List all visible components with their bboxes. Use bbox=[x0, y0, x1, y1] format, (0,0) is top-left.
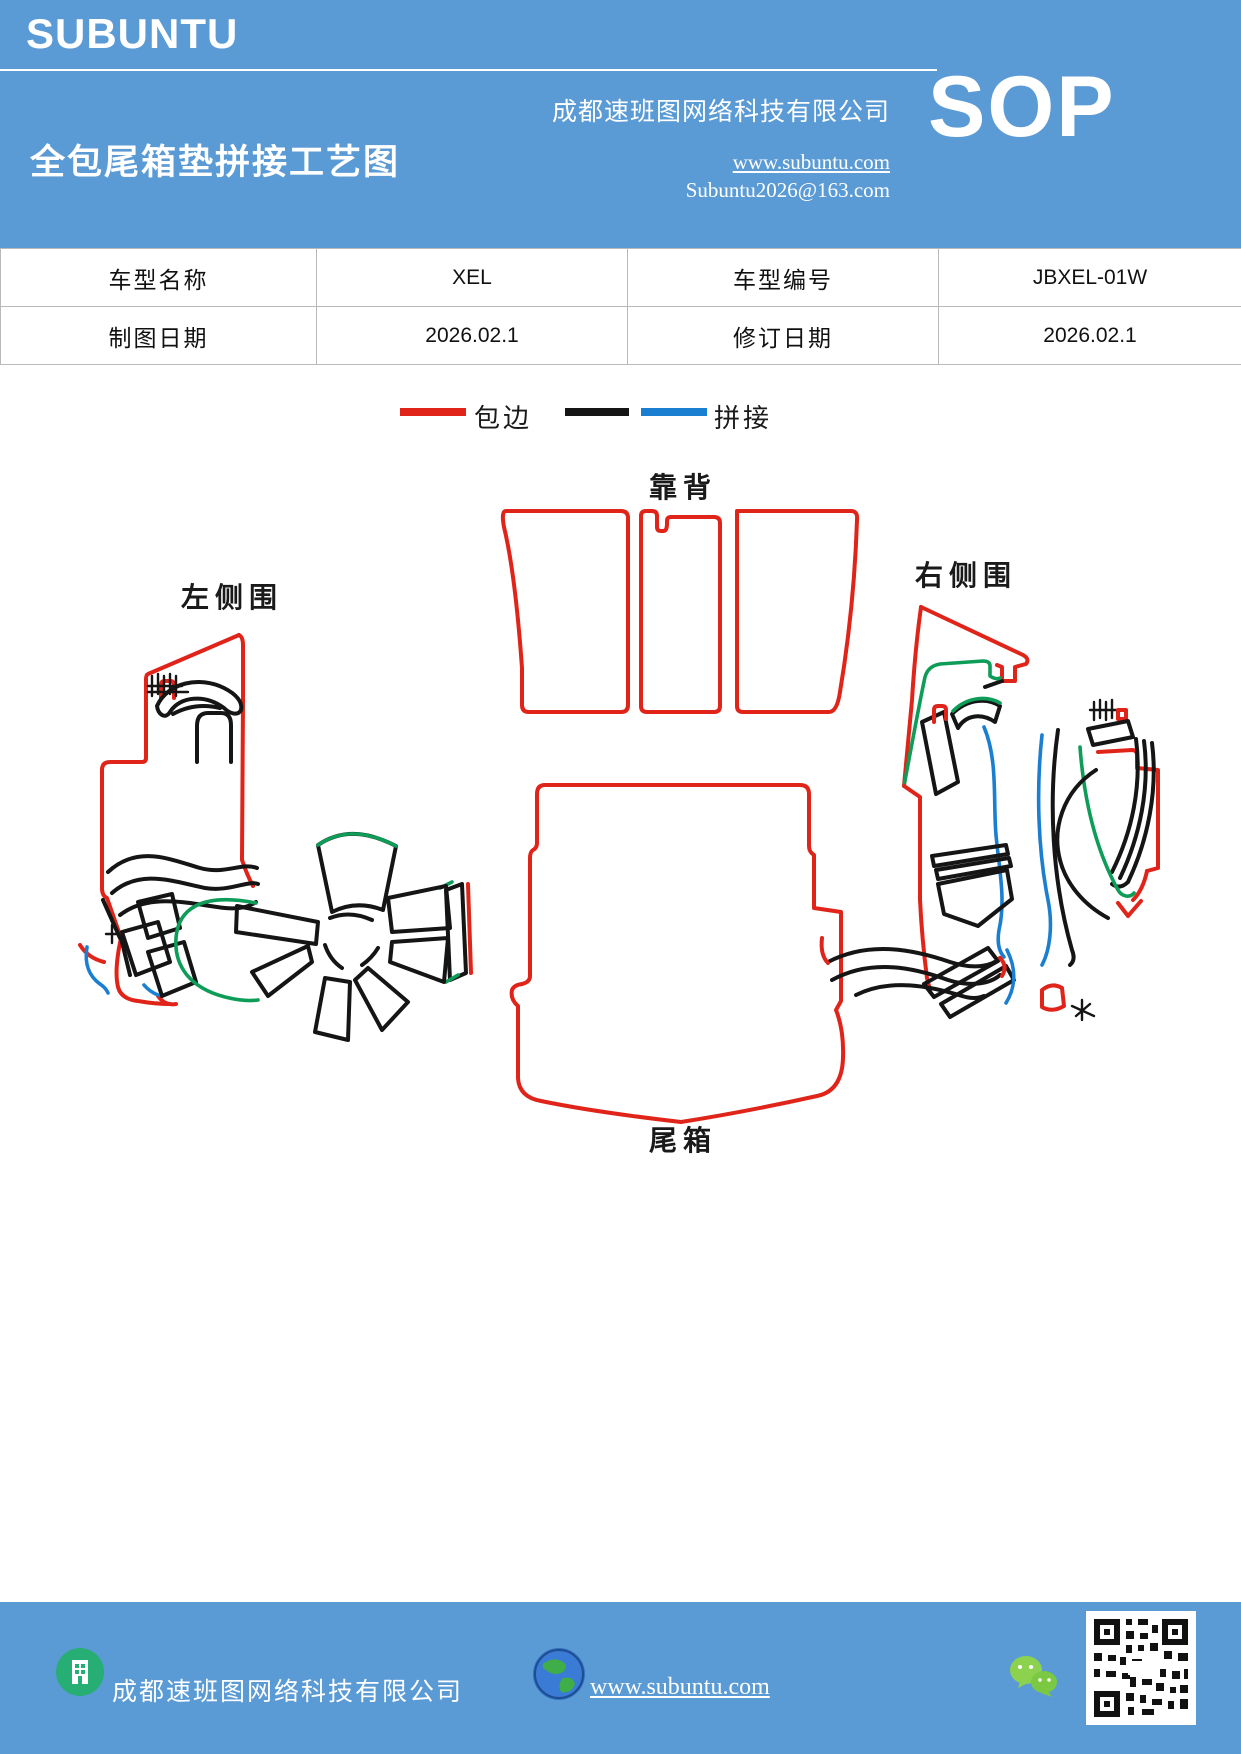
footer-website-link[interactable]: www.subuntu.com bbox=[590, 1674, 770, 1700]
cell-model-name-label: 车型名称 bbox=[0, 248, 317, 307]
table-row: 车型名称 XEL 车型编号 JBXEL-01W bbox=[0, 248, 1241, 307]
legend-edge-swatch bbox=[400, 408, 466, 416]
right-side-pieces bbox=[819, 605, 1160, 1022]
company-building-icon bbox=[56, 1648, 104, 1696]
cell-model-code-value: JBXEL-01W bbox=[938, 248, 1241, 307]
legend-edge-label: 包边 bbox=[474, 404, 533, 433]
cell-draw-date-value: 2026.02.1 bbox=[316, 306, 628, 365]
cell-revise-date-label: 修订日期 bbox=[627, 306, 939, 365]
pattern-diagram: 靠背 左侧围 右侧围 尾箱 bbox=[0, 430, 1241, 1190]
trunk-label: 尾箱 bbox=[649, 1124, 717, 1156]
trunk-outline bbox=[509, 783, 846, 1124]
page-title: 全包尾箱垫拼接工艺图 bbox=[30, 143, 401, 182]
vehicle-info-table: 车型名称 XEL 车型编号 JBXEL-01W 制图日期 2026.02.1 修… bbox=[0, 248, 1241, 365]
wechat-icon bbox=[1008, 1654, 1060, 1700]
table-row: 制图日期 2026.02.1 修订日期 2026.02.1 bbox=[0, 306, 1241, 365]
cell-model-code-label: 车型编号 bbox=[627, 248, 939, 307]
header-website-link[interactable]: www.subuntu.com bbox=[732, 150, 890, 174]
legend-stitch-blue-swatch bbox=[641, 408, 707, 416]
right-side-label: 右侧围 bbox=[915, 560, 1017, 591]
globe-icon bbox=[533, 1648, 585, 1700]
legend: 包边 拼接 bbox=[0, 398, 1241, 434]
cell-draw-date-label: 制图日期 bbox=[0, 306, 317, 365]
header-company-name: 成都速班图网络科技有限公司 bbox=[551, 99, 890, 126]
backrest-panels bbox=[500, 509, 860, 714]
left-side-label: 左侧围 bbox=[181, 582, 283, 613]
header-email: Subuntu2026@163.com bbox=[685, 178, 890, 202]
backrest-label: 靠背 bbox=[649, 472, 717, 503]
header-banner: SUBUNTU 全包尾箱垫拼接工艺图 成都速班图网络科技有限公司 www.sub… bbox=[0, 0, 1241, 248]
header-divider bbox=[0, 69, 937, 71]
left-side-pieces bbox=[78, 633, 473, 1007]
cell-revise-date-value: 2026.02.1 bbox=[938, 306, 1241, 365]
brand-logo: SUBUNTU bbox=[26, 10, 239, 57]
qr-code bbox=[1086, 1611, 1196, 1725]
fan-pieces bbox=[234, 831, 452, 1042]
pattern-diagram-svg: 靠背 左侧围 右侧围 尾箱 bbox=[78, 472, 1160, 1156]
sop-mark: SOP bbox=[928, 59, 1116, 155]
footer-company-name: 成都速班图网络科技有限公司 bbox=[112, 1679, 464, 1706]
legend-stitch-black-swatch bbox=[565, 408, 629, 416]
cell-model-name-value: XEL bbox=[316, 248, 628, 307]
footer-banner: 成都速班图网络科技有限公司 www.subuntu.com bbox=[0, 1602, 1241, 1754]
legend-stitch-label: 拼接 bbox=[714, 404, 773, 433]
